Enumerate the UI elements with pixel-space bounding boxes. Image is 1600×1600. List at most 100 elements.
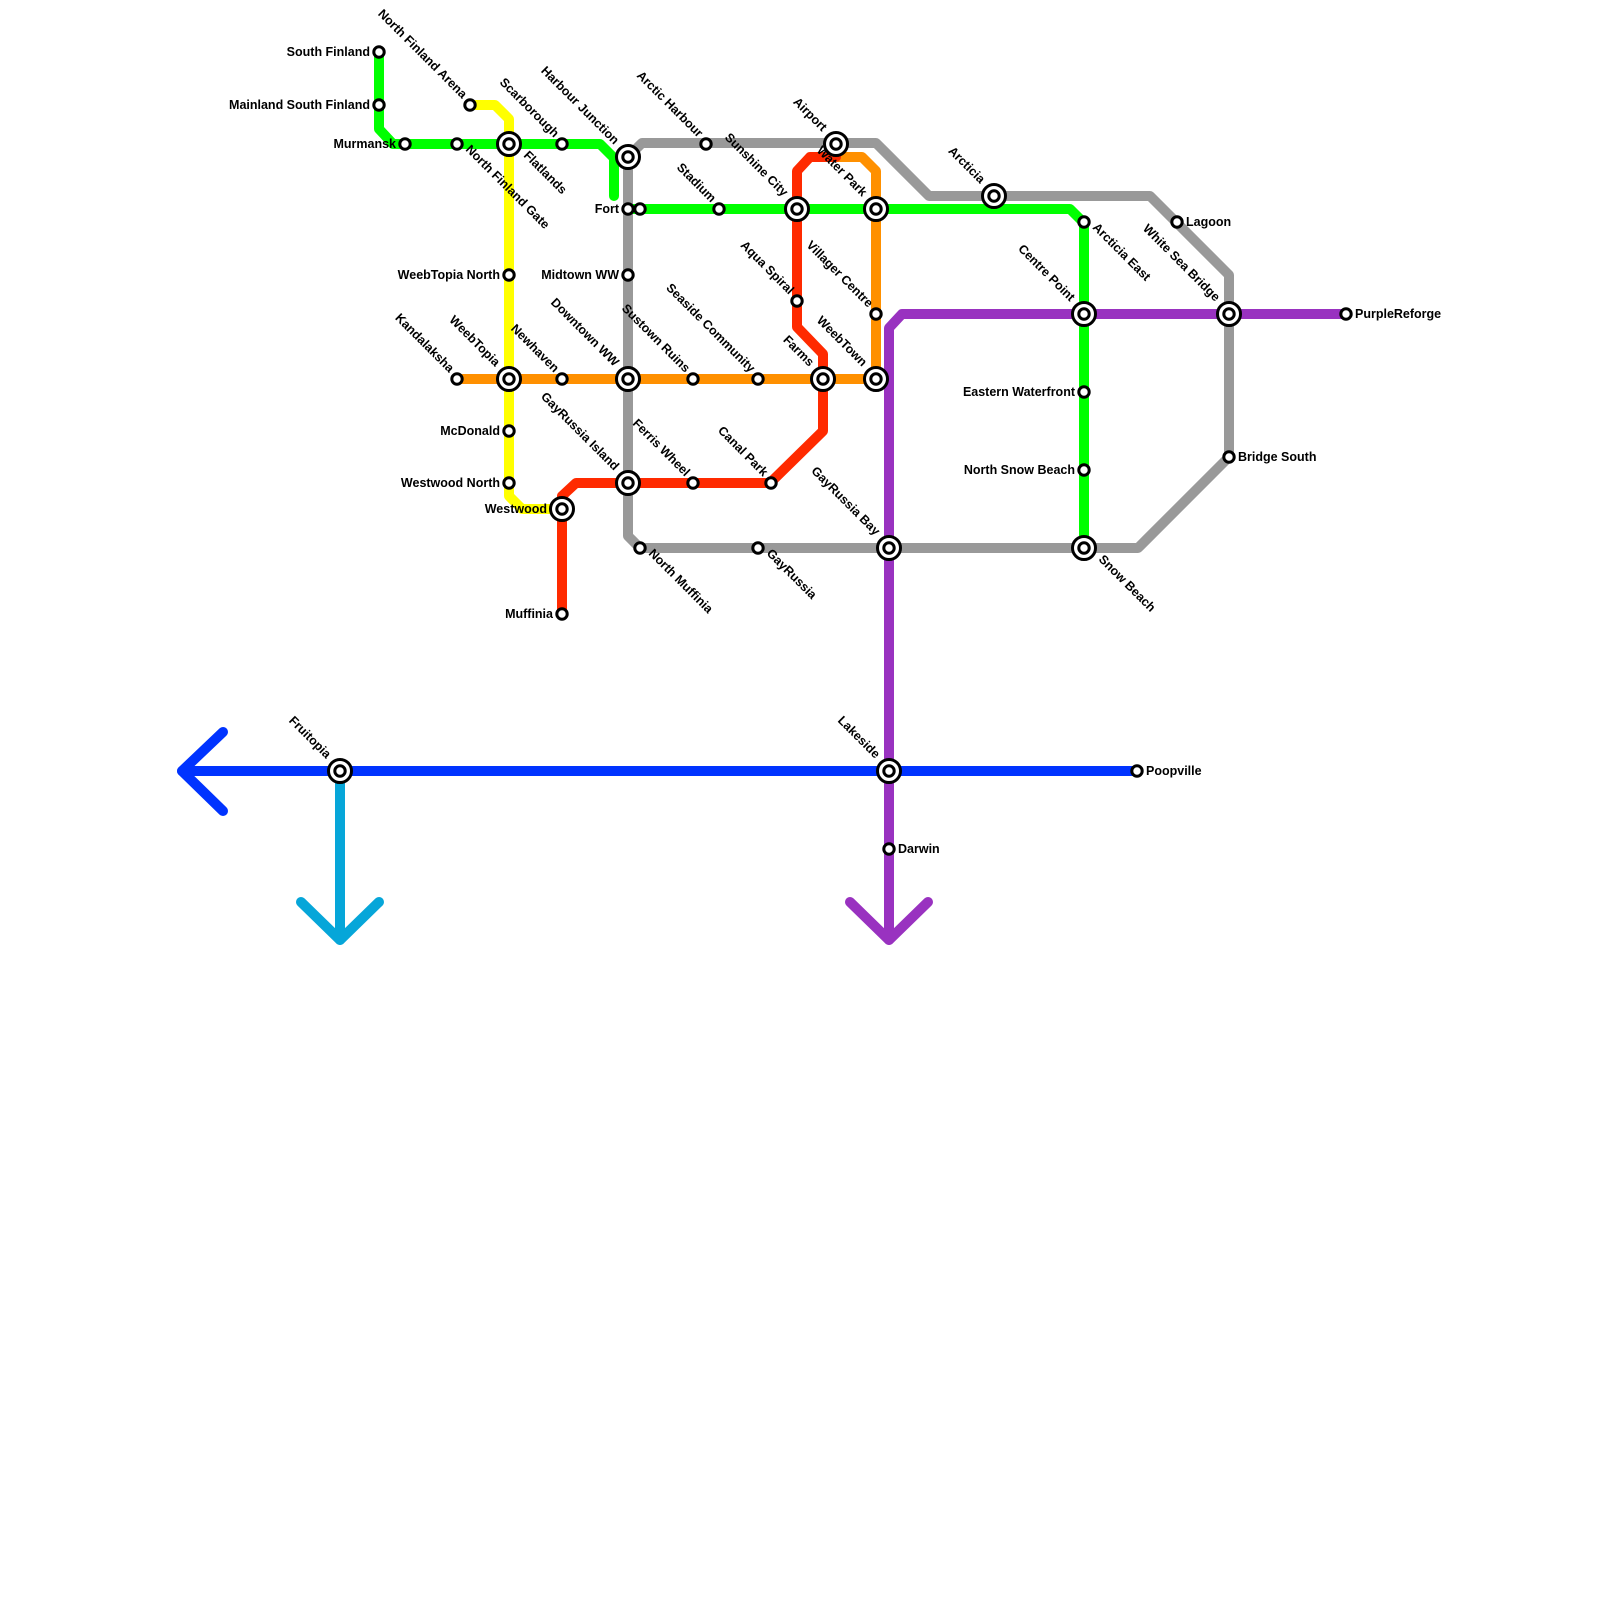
station-aqua-spiral[interactable]: [790, 294, 804, 308]
station-north-muffinia[interactable]: [633, 541, 647, 555]
station-marker[interactable]: [502, 476, 516, 490]
station-marker[interactable]: [621, 268, 635, 282]
station-label-downtown-ww: Downtown WW: [548, 295, 622, 369]
station-water-park[interactable]: [863, 196, 889, 222]
station-murmansk[interactable]: [398, 137, 412, 151]
station-farms[interactable]: [810, 366, 836, 392]
station-midtown-ww[interactable]: [621, 268, 635, 282]
station-purplereforge[interactable]: [1339, 307, 1353, 321]
station-label-purplereforge: PurpleReforge: [1355, 307, 1441, 321]
station-flatlands[interactable]: [496, 131, 522, 157]
station-stadium[interactable]: [712, 202, 726, 216]
station-marker[interactable]: [1077, 215, 1091, 229]
station-marker[interactable]: [1339, 307, 1353, 321]
station-marker[interactable]: [686, 476, 700, 490]
station-gayrussia[interactable]: [751, 541, 765, 555]
station-marker[interactable]: [450, 372, 464, 386]
station-marker[interactable]: [398, 137, 412, 151]
station-label-westwood: Westwood: [485, 502, 547, 516]
station-ferris-wheel[interactable]: [686, 476, 700, 490]
station-mcdonald[interactable]: [502, 424, 516, 438]
station-gayrussia-island[interactable]: [615, 470, 641, 496]
station-arcticia-east[interactable]: [1077, 215, 1091, 229]
station-marker[interactable]: [869, 307, 883, 321]
station-label-gayrussia: GayRussia: [764, 546, 820, 602]
station-sunshine-city[interactable]: [784, 196, 810, 222]
station-seaside-community[interactable]: [751, 372, 765, 386]
station-marker[interactable]: [1130, 764, 1144, 778]
station-white-sea-bridge[interactable]: [1216, 301, 1242, 327]
station-lakeside[interactable]: [876, 758, 902, 784]
blue-line-segment: [177, 727, 228, 816]
station-marker[interactable]: [372, 45, 386, 59]
station-marker[interactable]: [502, 424, 516, 438]
station-north-snow-beach[interactable]: [1077, 463, 1091, 477]
station-marker[interactable]: [1077, 385, 1091, 399]
yellow-line: [465, 100, 567, 514]
station-label-arcticia: Arcticia: [945, 144, 988, 187]
station-fort[interactable]: [621, 202, 647, 216]
station-label-poopville: Poopville: [1146, 764, 1202, 778]
station-muffinia[interactable]: [555, 607, 569, 621]
station-eastern-waterfront[interactable]: [1077, 385, 1091, 399]
interchange-marker-inner: [621, 372, 635, 386]
station-kandalaksha[interactable]: [450, 372, 464, 386]
station-downtown-ww[interactable]: [615, 366, 641, 392]
station-fruitopia[interactable]: [327, 758, 353, 784]
station-sustown-ruins[interactable]: [686, 372, 700, 386]
station-label-mcdonald: McDonald: [440, 424, 500, 438]
station-bridge-south[interactable]: [1222, 450, 1236, 464]
station-marker[interactable]: [882, 842, 896, 856]
station-marker[interactable]: [502, 268, 516, 282]
station-label-bridge-south: Bridge South: [1238, 450, 1316, 464]
station-weebtopia[interactable]: [496, 366, 522, 392]
station-arctic-harbour[interactable]: [699, 137, 713, 151]
station-marker[interactable]: [1170, 215, 1184, 229]
station-marker[interactable]: [555, 137, 569, 151]
station-westwood[interactable]: [549, 496, 575, 522]
station-marker[interactable]: [555, 372, 569, 386]
station-harbour-junction[interactable]: [615, 144, 641, 170]
station-canal-park[interactable]: [764, 476, 778, 490]
station-north-finland-gate[interactable]: [450, 137, 464, 151]
station-scarborough[interactable]: [555, 137, 569, 151]
station-villager-centre[interactable]: [869, 307, 883, 321]
station-marker[interactable]: [555, 607, 569, 621]
station-marker[interactable]: [751, 541, 765, 555]
station-marker[interactable]: [686, 372, 700, 386]
station-weebtown[interactable]: [863, 366, 889, 392]
station-darwin[interactable]: [882, 842, 896, 856]
station-marker[interactable]: [450, 137, 464, 151]
station-marker[interactable]: [1222, 450, 1236, 464]
station-marker[interactable]: [633, 541, 647, 555]
station-marker[interactable]: [372, 98, 386, 112]
station-label-ferris-wheel: Ferris Wheel: [630, 416, 693, 479]
station-airport[interactable]: [823, 131, 849, 157]
station-marker[interactable]: [712, 202, 726, 216]
station-marker[interactable]: [699, 137, 713, 151]
station-marker[interactable]: [764, 476, 778, 490]
station-lagoon[interactable]: [1170, 215, 1184, 229]
station-mainland-south-finland[interactable]: [372, 98, 386, 112]
station-north-finland-arena[interactable]: [463, 98, 477, 112]
station-marker[interactable]: [463, 98, 477, 112]
station-marker[interactable]: [1077, 463, 1091, 477]
interchange-marker-inner: [869, 372, 883, 386]
station-marker[interactable]: [790, 294, 804, 308]
station-newhaven[interactable]: [555, 372, 569, 386]
station-label-aqua-spiral: Aqua Spiral: [738, 238, 797, 297]
purple-line-segment: [884, 309, 1351, 945]
station-south-finland[interactable]: [372, 45, 386, 59]
station-snow-beach[interactable]: [1071, 535, 1097, 561]
station-marker[interactable]: [633, 202, 647, 216]
station-gayrussia-bay[interactable]: [876, 535, 902, 561]
stations-layer: [327, 45, 1353, 856]
station-weebtopia-north[interactable]: [502, 268, 516, 282]
station-arcticia[interactable]: [981, 183, 1007, 209]
station-centre-point[interactable]: [1071, 301, 1097, 327]
station-marker[interactable]: [621, 202, 635, 216]
station-marker[interactable]: [751, 372, 765, 386]
station-westwood-north[interactable]: [502, 476, 516, 490]
station-poopville[interactable]: [1130, 764, 1144, 778]
purple-line: [845, 309, 1351, 945]
